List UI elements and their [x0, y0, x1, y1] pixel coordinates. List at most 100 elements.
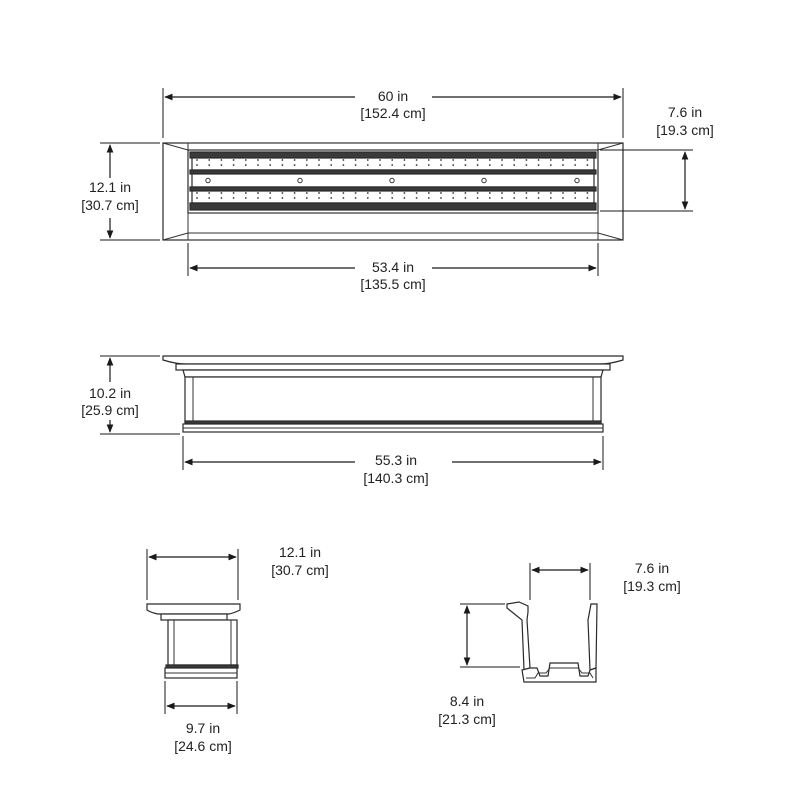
mounting-hole	[389, 177, 395, 184]
drain-hole	[513, 192, 516, 194]
mounting-hole	[574, 177, 580, 184]
drain-hole	[257, 192, 259, 194]
drain-hole	[232, 192, 235, 194]
drain-hole	[415, 197, 418, 199]
drain-hole	[208, 192, 211, 194]
drain-hole	[391, 197, 394, 199]
drain-hole	[488, 197, 491, 199]
drain-hole	[391, 159, 394, 161]
drain-hole	[354, 159, 357, 161]
drain-hole	[501, 192, 503, 194]
drain-hole	[379, 159, 381, 161]
front-height-label: 10.2 in	[89, 385, 131, 401]
base-length-label: 55.3 in	[375, 452, 417, 468]
drain-hole	[318, 192, 320, 194]
drain-hole	[476, 197, 479, 199]
drain-hole	[549, 192, 552, 194]
drain-hole	[513, 197, 516, 199]
drain-hole	[220, 197, 223, 199]
drain-hole	[208, 159, 211, 161]
drain-hole	[269, 164, 272, 166]
mounting-hole	[297, 177, 303, 184]
drain-hole	[452, 192, 455, 194]
drain-hole	[537, 159, 540, 161]
drain-hole	[342, 197, 345, 199]
drain-hole	[281, 159, 284, 161]
drain-hole	[293, 164, 296, 166]
drain-hole	[537, 192, 540, 194]
side-view-body	[167, 619, 238, 666]
drain-hole	[464, 159, 467, 161]
drain-hole	[269, 197, 272, 199]
drain-hole	[501, 164, 503, 166]
drain-hole	[281, 192, 284, 194]
drain-hole	[549, 159, 552, 161]
drain-hole	[257, 159, 259, 161]
drain-hole	[342, 192, 345, 194]
drain-hole	[232, 159, 235, 161]
drain-hole	[440, 192, 442, 194]
drain-hole	[196, 197, 198, 199]
inner-length-metric: [135.5 cm]	[360, 276, 425, 292]
inner-length-label: 53.4 in	[372, 259, 414, 275]
drain-hole	[452, 197, 455, 199]
drain-hole	[379, 164, 381, 166]
drain-hole	[269, 192, 272, 194]
drain-hole	[586, 164, 589, 166]
drain-hole	[330, 197, 333, 199]
drain-hole	[513, 164, 516, 166]
drain-hole	[415, 192, 418, 194]
drain-hole	[208, 197, 211, 199]
drain-hole	[562, 159, 564, 161]
drain-hole	[318, 164, 320, 166]
drain-hole	[403, 197, 406, 199]
drain-hole	[488, 159, 491, 161]
front-view-body	[184, 376, 602, 423]
section-inner-height-label: 8.4 in	[450, 693, 484, 709]
section-right-wall	[587, 603, 598, 671]
drain-hole	[366, 164, 369, 166]
top-view: 60 in [152.4 cm] 12.1 in [30.7 cm] 7.6 i…	[81, 88, 714, 292]
top-inner-depth-metric: [19.3 cm]	[656, 122, 714, 138]
drain-hole	[220, 159, 223, 161]
drain-holes	[196, 159, 589, 199]
drain-hole	[476, 159, 479, 161]
section-inner-width-metric: [19.3 cm]	[623, 578, 681, 594]
drain-hole	[549, 164, 552, 166]
drain-hole	[342, 164, 345, 166]
drain-hole	[354, 164, 357, 166]
drain-hole	[257, 197, 259, 199]
drain-hole	[293, 192, 296, 194]
side-base-width-label: 9.7 in	[186, 720, 220, 736]
front-height-metric: [25.9 cm]	[81, 402, 139, 418]
drain-hole	[562, 197, 564, 199]
drain-hole	[366, 192, 369, 194]
drain-hole	[537, 197, 540, 199]
drain-hole	[476, 164, 479, 166]
drain-hole	[574, 164, 577, 166]
drain-hole	[488, 164, 491, 166]
drain-hole	[257, 164, 259, 166]
top-depth-label: 12.1 in	[89, 179, 131, 195]
drain-hole	[391, 192, 394, 194]
drain-hole	[318, 159, 320, 161]
mounting-hole	[481, 177, 487, 184]
drain-hole	[318, 197, 320, 199]
drain-hole	[574, 192, 577, 194]
drain-hole	[244, 159, 247, 161]
drain-hole	[427, 159, 430, 161]
drain-hole	[342, 159, 345, 161]
drain-hole	[476, 192, 479, 194]
drain-hole	[440, 159, 442, 161]
drain-hole	[293, 197, 296, 199]
drain-hole	[379, 197, 381, 199]
drain-hole	[366, 159, 369, 161]
drain-hole	[440, 197, 442, 199]
drain-hole	[403, 159, 406, 161]
drain-hole	[415, 164, 418, 166]
drain-hole	[525, 197, 528, 199]
drain-hole	[501, 159, 503, 161]
drain-hole	[415, 159, 418, 161]
drain-hole	[464, 197, 467, 199]
drain-hole	[281, 197, 284, 199]
